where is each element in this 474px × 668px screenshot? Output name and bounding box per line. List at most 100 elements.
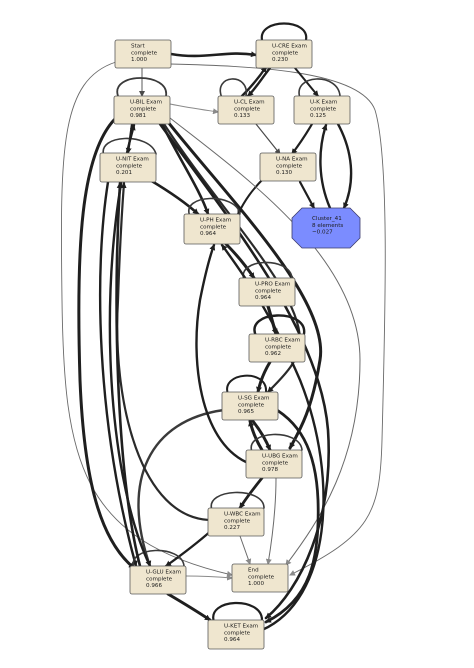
node-label: U-WBC Exam	[224, 512, 261, 518]
edge-uph-self	[188, 197, 241, 217]
edge-urbc-usg	[256, 360, 272, 394]
node-label: U-PRO Exam	[255, 282, 290, 288]
edge-uglu-uket	[166, 592, 212, 622]
node-box	[245, 449, 303, 479]
node-box	[221, 391, 279, 421]
node-label: U-GLU Exam	[146, 570, 181, 576]
node-value: 0.978	[262, 467, 278, 473]
node-box	[259, 152, 317, 182]
node-box	[255, 39, 313, 69]
node-value: 0.964	[255, 295, 271, 301]
node-status: complete	[200, 224, 227, 230]
node-cluster[interactable]: Cluster_418 elements~0.027	[291, 207, 361, 249]
node-status: complete	[248, 574, 275, 580]
edge-ubil-uubg	[166, 120, 323, 450]
node-status: complete	[116, 163, 143, 169]
cluster-node-shape	[291, 207, 361, 249]
edge-uph-upro	[224, 242, 256, 280]
edge-uubg-usg-b	[248, 419, 264, 452]
node-label: U-BIL Exam	[130, 100, 162, 106]
edge-uglu-unit	[115, 181, 142, 568]
edge-layer	[60, 22, 386, 632]
node-status: complete	[234, 106, 261, 112]
node-value: 0.966	[146, 583, 162, 589]
node-label: U-RBC Exam	[265, 338, 300, 344]
edge-uket-self	[212, 601, 264, 624]
node-box	[207, 619, 265, 650]
edge-ucre-self	[260, 22, 308, 42]
edge-cluster-uk	[319, 123, 332, 210]
node-box	[113, 95, 171, 125]
edge-usg-uglu	[137, 408, 226, 568]
node-box	[129, 565, 187, 595]
node-label: U-NA Exam	[276, 157, 308, 163]
edge-uubg-uwbc	[238, 476, 264, 510]
node-label: U-KET Exam	[224, 624, 258, 630]
node-value: 0.965	[238, 409, 254, 415]
node-value: 0.981	[130, 113, 146, 119]
edge-ucl-ucre-b	[240, 65, 268, 98]
node-status: complete	[255, 288, 282, 294]
edge-uglu-end	[185, 574, 233, 581]
node-label: U-CL Exam	[234, 100, 265, 106]
node-box	[248, 333, 306, 363]
node-status: complete	[238, 402, 265, 408]
node-label: U-PH Exam	[200, 218, 231, 224]
node-value: 0.133	[234, 113, 250, 119]
node-label: Cluster_41	[312, 216, 342, 222]
node-status: complete	[276, 163, 303, 169]
node-status: complete	[265, 344, 292, 350]
edge-uk-una	[290, 122, 314, 156]
node-box	[293, 95, 351, 125]
edge-uwbc-end	[239, 535, 252, 565]
node-box	[183, 213, 241, 245]
edge-una-cluster	[298, 180, 316, 210]
edge-uglu-self	[132, 549, 185, 569]
edge-uwbc-self	[210, 491, 265, 511]
node-box	[114, 39, 172, 69]
node-value: ~0.027	[312, 230, 333, 236]
edge-unit-self	[102, 137, 157, 157]
node-box	[207, 507, 265, 537]
node-status: complete	[224, 518, 251, 524]
edge-uubg-self	[250, 433, 303, 453]
node-value: 0.125	[310, 113, 326, 119]
node-value: 0.227	[224, 525, 240, 531]
edge-uubg-end	[265, 477, 277, 565]
node-status: complete	[310, 106, 337, 112]
node-label: U-CRE Exam	[272, 44, 307, 50]
node-box	[238, 277, 296, 307]
edge-ucl-una	[255, 123, 281, 155]
node-status: complete	[131, 50, 158, 56]
node-status: complete	[130, 106, 157, 112]
edge-unit-uglu	[98, 180, 138, 568]
node-box	[231, 563, 289, 593]
edge-usg-self	[226, 374, 268, 395]
node-value: 0.962	[265, 351, 281, 357]
node-value: 1.000	[131, 57, 147, 63]
node-status: 8 elements	[312, 223, 343, 229]
edge-uubg-uph	[195, 243, 248, 464]
node-value: 1.000	[248, 581, 264, 587]
edge-ucl-self	[219, 78, 247, 99]
node-label: U-K Exam	[310, 100, 337, 106]
edge-uglu-ubil	[108, 123, 152, 568]
